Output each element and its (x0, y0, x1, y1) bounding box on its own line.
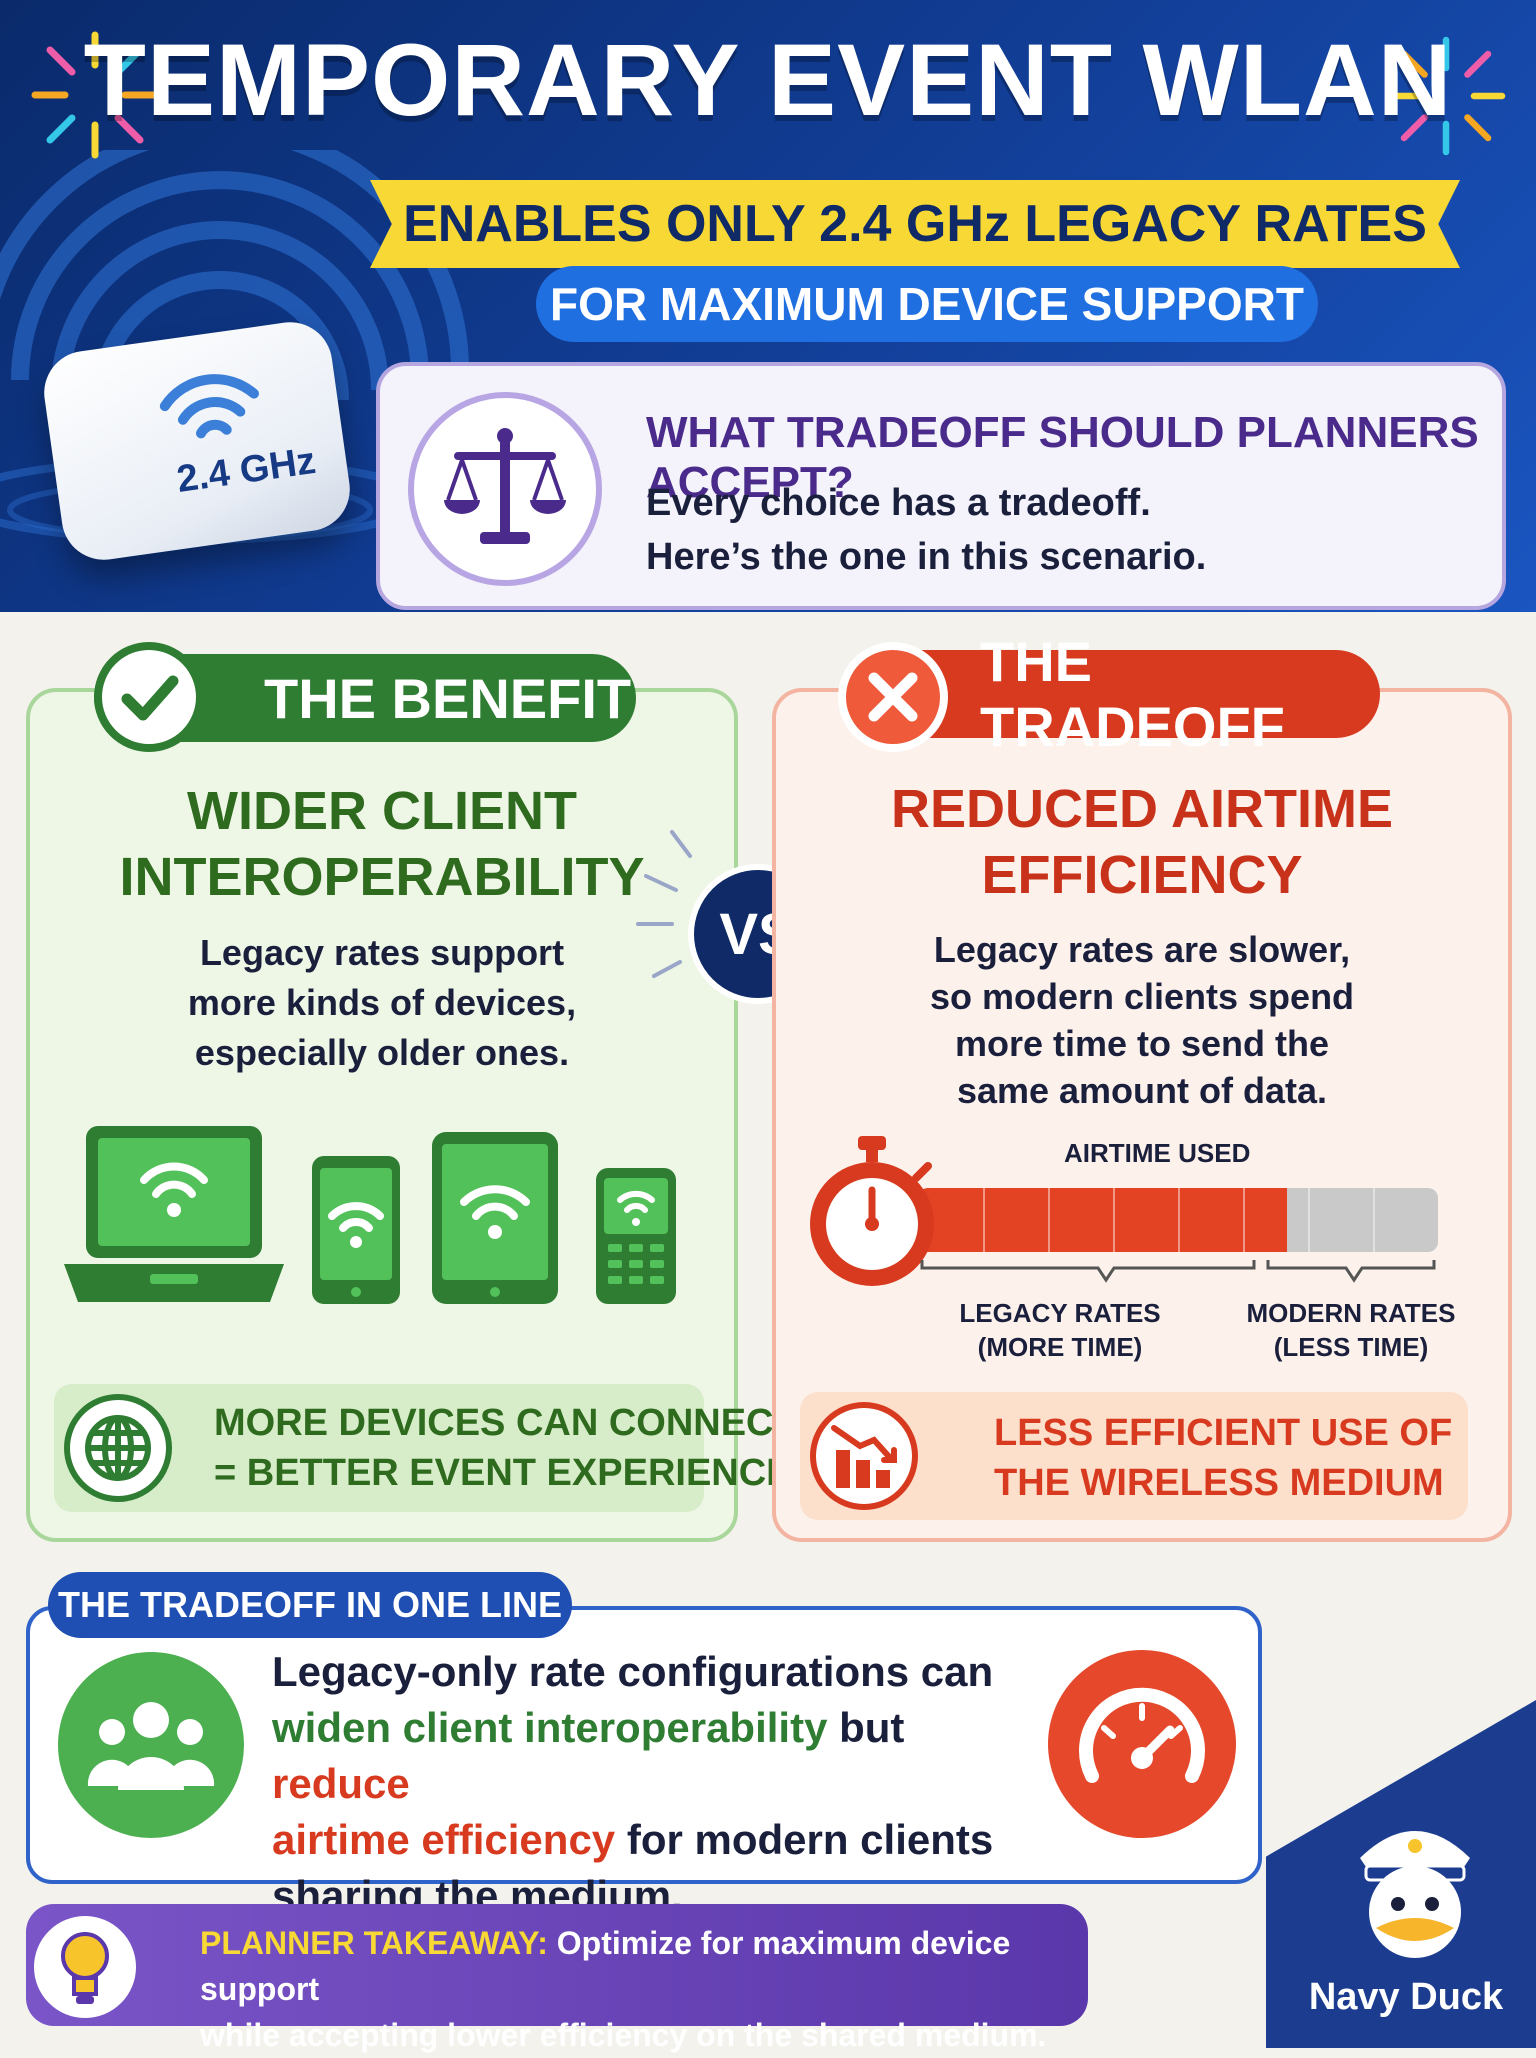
benefit-desc-line-2: more kinds of devices, (187, 982, 577, 1023)
planner-takeaway-label: PLANNER TAKEAWAY: (200, 1925, 548, 1961)
tradeoff-desc-line-3: more time to send the (954, 1023, 1330, 1064)
tradeoff-heading-line-2: EFFICIENCY (981, 845, 1303, 905)
tradeoff-summary-text: LESS EFFICIENT USE OF THE WIRELESS MEDIU… (994, 1408, 1452, 1508)
router-illustration: 2.4 GHz (38, 316, 356, 566)
firework-left-icon (31, 31, 159, 159)
declining-chart-icon-circle (810, 1402, 918, 1510)
globe-icon (85, 1415, 151, 1481)
feature-phone-icon (596, 1168, 676, 1304)
benefit-summary-line-2: = BETTER EVENT EXPERIENCE (214, 1452, 792, 1494)
one-line-modern-clients: for modern clients (615, 1816, 994, 1863)
speedometer-icon (1079, 1687, 1205, 1783)
modern-rates-line-2: (LESS TIME) (1273, 1332, 1429, 1362)
declining-chart-icon (831, 1425, 897, 1488)
checkmark-icon (94, 642, 204, 752)
tradeoff-desc-line-1: Legacy rates are slower, (933, 929, 1351, 970)
phone-icon (312, 1156, 400, 1304)
x-mark-icon (838, 642, 948, 752)
planner-takeaway-line-1: Optimize for maximum device support (200, 1925, 1011, 2007)
planner-takeaway-text: PLANNER TAKEAWAY: Optimize for maximum d… (200, 1920, 1080, 2058)
laptop-icon (64, 1126, 284, 1302)
legacy-rates-line-1: LEGACY RATES (959, 1298, 1161, 1328)
benefit-summary-line-1: MORE DEVICES CAN CONNECT (214, 1402, 797, 1444)
question-subtitle: Every choice has a tradeoff. Here’s the … (646, 476, 1206, 584)
benefit-desc-line-3: especially older ones. (194, 1032, 570, 1073)
speedometer-icon-circle (1048, 1650, 1236, 1838)
headline-banner: ENABLES ONLY 2.4 GHz LEGACY RATES (370, 180, 1460, 268)
benefit-heading: WIDER CLIENT INTEROPERABILITY (26, 778, 738, 910)
tablet-icon (432, 1132, 558, 1304)
devices-illustration (64, 1126, 676, 1304)
one-line-but: but (827, 1704, 905, 1751)
airtime-braces (920, 1260, 1436, 1283)
tradeoff-heading-line-1: REDUCED AIRTIME (890, 779, 1393, 839)
tradeoff-desc-line-2: so modern clients spend (929, 976, 1355, 1017)
header-banner: TEMPORARY EVENT WLAN ENABLES ONLY 2.4 GH… (0, 0, 1536, 612)
one-line-tag: THE TRADEOFF IN ONE LINE (48, 1572, 572, 1638)
legacy-rates-label: LEGACY RATES (MORE TIME) (940, 1296, 1180, 1364)
subheadline-pill: FOR MAXIMUM DEVICE SUPPORT (536, 266, 1318, 342)
wifi-icon (159, 374, 259, 439)
airtime-bar-fill (918, 1188, 1288, 1252)
planner-takeaway-line-2: while accepting lower efficiency on the … (200, 2017, 1047, 2053)
question-card: WHAT TRADEOFF SHOULD PLANNERS ACCEPT? Ev… (376, 362, 1506, 610)
tradeoff-heading: REDUCED AIRTIME EFFICIENCY (772, 776, 1512, 908)
benefit-desc-line-1: Legacy rates support (199, 932, 565, 973)
tradeoff-description: Legacy rates are slower, so modern clien… (772, 926, 1512, 1114)
scales-icon (444, 428, 566, 544)
question-title: WHAT TRADEOFF SHOULD PLANNERS ACCEPT? (646, 408, 1479, 507)
one-line-part-1: Legacy-only rate configurations can (272, 1648, 994, 1695)
question-line-2: Here’s the one in this scenario. (646, 536, 1207, 578)
planner-takeaway-banner (26, 1904, 1088, 2026)
tradeoff-summary-line-2: THE WIRELESS MEDIUM (994, 1462, 1444, 1504)
benefit-heading-line-1: WIDER CLIENT (187, 781, 577, 841)
benefit-description: Legacy rates support more kinds of devic… (26, 928, 738, 1078)
people-icon-circle (58, 1652, 244, 1838)
tradeoff-desc-line-4: same amount of data. (956, 1070, 1328, 1111)
page-title: TEMPORARY EVENT WLAN (83, 23, 1453, 137)
airtime-label: AIRTIME USED (1064, 1138, 1251, 1168)
benefit-summary-text: MORE DEVICES CAN CONNECT = BETTER EVENT … (214, 1398, 797, 1498)
scales-icon-circle (408, 392, 602, 586)
globe-icon-circle (64, 1394, 172, 1502)
one-line-interoperability: widen client interoperability (272, 1704, 828, 1751)
tradeoff-summary-line-1: LESS EFFICIENT USE OF (994, 1412, 1453, 1454)
firework-right-icon (1386, 36, 1506, 156)
stopwatch-icon (810, 1136, 934, 1286)
modern-rates-line-1: MODERN RATES (1246, 1298, 1456, 1328)
people-icon (87, 1702, 215, 1790)
lightbulb-icon-circle (34, 1916, 136, 2018)
airtime-bar (918, 1188, 1438, 1252)
modern-rates-label: MODERN RATES (LESS TIME) (1246, 1296, 1456, 1364)
duck-mascot-icon (1360, 1831, 1470, 1958)
one-line-text: Legacy-only rate configurations can wide… (272, 1644, 1052, 1924)
brand-name: Navy Duck (1308, 1976, 1504, 2018)
legacy-rates-line-2: (MORE TIME) (977, 1332, 1143, 1362)
question-line-1: Every choice has a tradeoff. (646, 482, 1151, 524)
one-line-reduce: reduce (272, 1760, 410, 1807)
lightbulb-icon (61, 1932, 109, 2004)
benefit-heading-line-2: INTEROPERABILITY (119, 847, 645, 907)
one-line-airtime-efficiency: airtime efficiency (272, 1816, 616, 1863)
